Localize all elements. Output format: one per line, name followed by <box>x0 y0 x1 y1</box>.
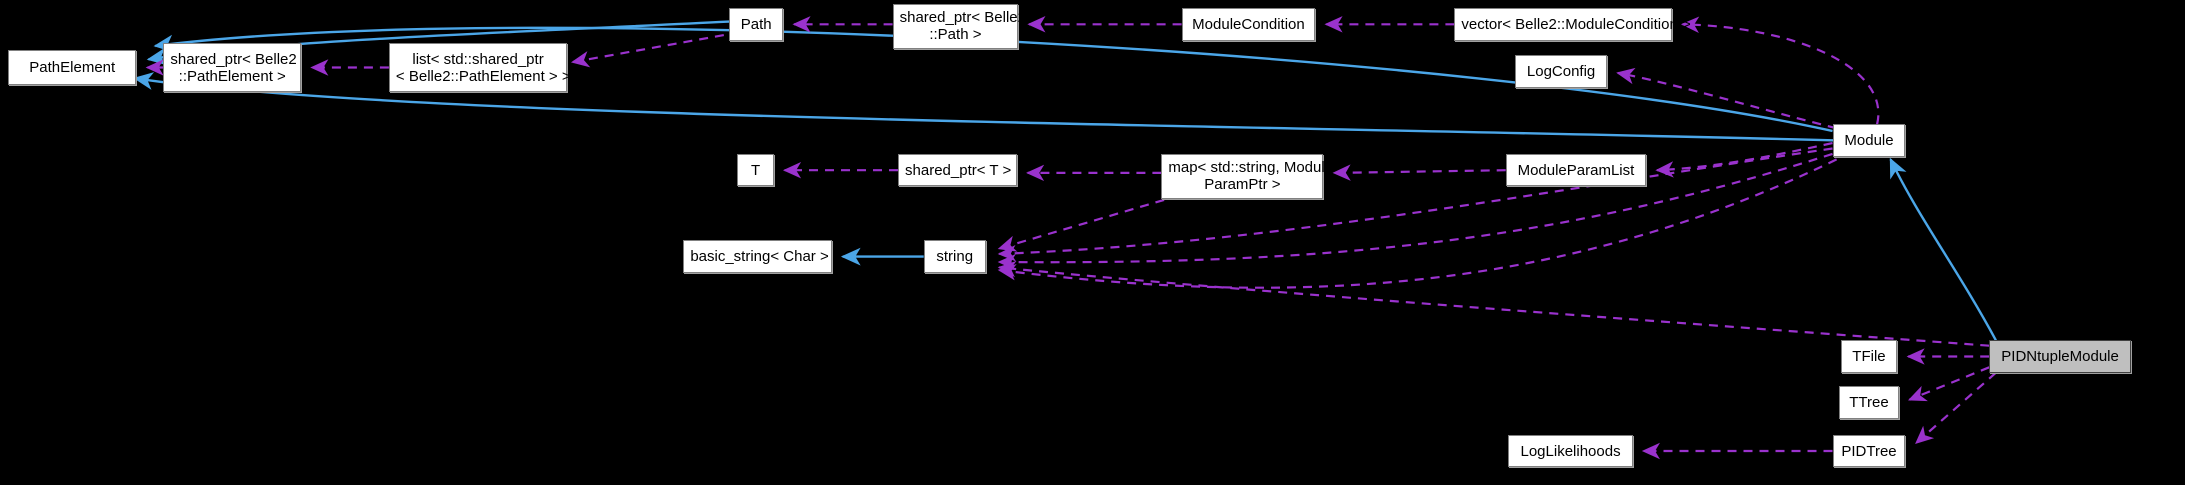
node-path[interactable]: Path <box>729 8 784 41</box>
node-label-pid-ntuple-module: PIDNtupleModule <box>2001 348 2119 365</box>
node-label-ttree: TTree <box>1849 393 1889 411</box>
node-label-pid-tree: PIDTree <box>1841 442 1897 460</box>
edge-pidntuple-to-ttree <box>1907 366 1990 402</box>
node-label-path-element: PathElement <box>29 59 116 76</box>
node-basic-string-char[interactable]: basic_string< Char > <box>683 240 832 273</box>
node-label-module-condition: ModuleCondition <box>1192 15 1305 33</box>
node-t[interactable]: T <box>737 153 774 187</box>
node-path-element[interactable]: PathElement <box>8 49 137 86</box>
node-vector-module-condition[interactable]: vector< Belle2::ModuleCondition > <box>1454 8 1691 41</box>
node-pid-tree[interactable]: PIDTree <box>1832 434 1906 468</box>
node-label-shared-ptr-path: shared_ptr< Belle2 ::Path > <box>899 9 1026 44</box>
edge-module-to-logconfig <box>1616 67 1837 130</box>
node-label-module: Module <box>1844 131 1894 149</box>
edge-list-to-path <box>570 34 724 68</box>
node-label-module-param-list: ModuleParamList <box>1517 161 1635 179</box>
node-label-tfile: TFile <box>1852 348 1886 365</box>
node-label-path: Path <box>740 15 772 33</box>
edge-mpl-to-map <box>1332 164 1506 181</box>
node-shared-ptr-path[interactable]: shared_ptr< Belle2 ::Path > <box>892 4 1026 49</box>
edge-pidntuple-to-pidtree <box>1915 371 1997 444</box>
edge-pidntuple-to-string <box>997 260 1990 347</box>
node-list-shared-ptr[interactable]: list< std::shared_ptr < Belle2::PathElem… <box>388 43 571 92</box>
node-label-shared-ptr-path-element: shared_ptr< Belle2 ::PathElement > <box>170 50 297 85</box>
edge-module-to-string-b <box>997 152 1833 271</box>
node-label-map-module-param-ptr: map< std::string, Module ParamPtr > <box>1168 159 1334 194</box>
node-shared-ptr-path-element[interactable]: shared_ptr< Belle2 ::PathElement > <box>163 43 302 92</box>
node-module[interactable]: Module <box>1832 124 1906 157</box>
node-shared-ptr-t[interactable]: shared_ptr< T > <box>898 153 1017 187</box>
edge-module-to-string-a <box>997 147 1833 262</box>
node-label-vector-module-condition: vector< Belle2::ModuleCondition > <box>1461 15 1691 33</box>
node-ttree[interactable]: TTree <box>1839 386 1899 419</box>
node-label-log-config: LogConfig <box>1526 63 1596 81</box>
node-pid-ntuple-module[interactable]: PIDNtupleModule <box>1989 340 2131 373</box>
node-label-list-shared-ptr: list< std::shared_ptr < Belle2::PathElem… <box>395 50 571 85</box>
node-log-config[interactable]: LogConfig <box>1515 55 1607 88</box>
node-label-t: T <box>750 161 761 179</box>
node-module-condition[interactable]: ModuleCondition <box>1181 8 1316 41</box>
node-string[interactable]: string <box>923 240 986 273</box>
node-label-log-likelihoods: LogLikelihoods <box>1520 442 1621 460</box>
node-map-module-param-ptr[interactable]: map< std::string, Module ParamPtr > <box>1161 153 1334 199</box>
node-label-basic-string-char: basic_string< Char > <box>690 248 829 266</box>
edge-module-to-mpl <box>1655 142 1833 178</box>
edge-module-to-string-c <box>997 158 1838 289</box>
node-label-string: string <box>936 248 974 266</box>
edge-map-to-string <box>997 198 1165 252</box>
node-log-likelihoods[interactable]: LogLikelihoods <box>1508 434 1633 468</box>
edge-pidntuple-to-module <box>1889 157 1997 341</box>
node-module-param-list[interactable]: ModuleParamList <box>1505 153 1647 187</box>
node-label-shared-ptr-t: shared_ptr< T > <box>905 161 1012 179</box>
node-tfile[interactable]: TFile <box>1840 340 1898 373</box>
edge-module-to-vector <box>1680 16 1880 125</box>
